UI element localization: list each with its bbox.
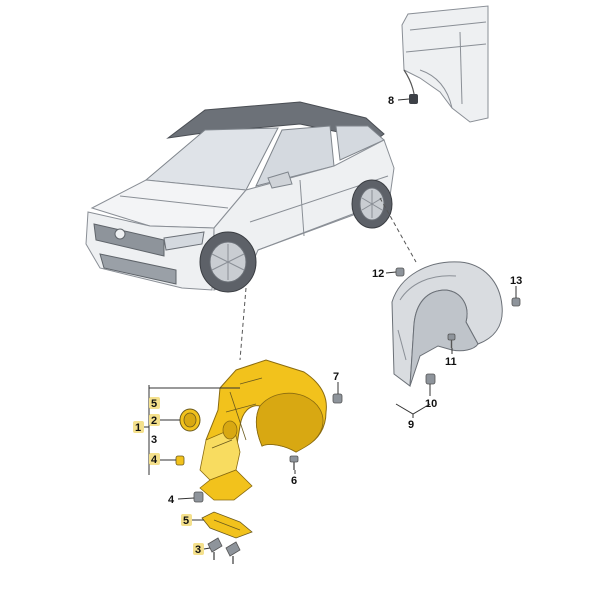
clip-8-icon [409,94,418,104]
rear-wheel-housing-liner [391,261,503,387]
clip-13-icon [511,297,521,307]
dash-rear-liner [379,197,417,263]
callout-4a: 4 [151,454,158,466]
clip-4a-icon [175,455,185,466]
callout-10: 10 [425,398,437,410]
clip-4b-icon [193,491,204,503]
cover-cap-2-icon [179,408,201,432]
dash-front-liner [239,287,247,361]
clip-10-icon [425,373,436,385]
screw-6-icon [289,455,299,470]
mounting-bracket-5-icon [201,511,253,539]
rear-body-corner-illustration [401,5,489,123]
callout-8: 8 [388,95,394,107]
callout-3a: 3 [151,434,157,446]
callout-5a: 5 [151,398,157,410]
clip-12-icon [395,267,405,277]
callout-6: 6 [291,475,297,487]
car-illustration [85,101,395,293]
clip-7-icon [332,393,343,404]
callout-7: 7 [333,371,339,383]
callout-13: 13 [510,275,522,287]
callout-12: 12 [372,268,384,280]
callout-9: 9 [408,419,414,431]
callout-1: 1 [135,422,141,434]
callout-4b: 4 [168,494,175,506]
expansion-rivet-3-icon [207,537,241,564]
callout-11: 11 [445,356,457,368]
callout-5b: 5 [183,515,189,527]
callout-2: 2 [151,415,157,427]
screw-11-icon [447,333,456,348]
badge-emblem-icon [114,228,126,240]
callout-3b: 3 [195,544,201,556]
front-wheel-housing-liner [199,359,327,501]
